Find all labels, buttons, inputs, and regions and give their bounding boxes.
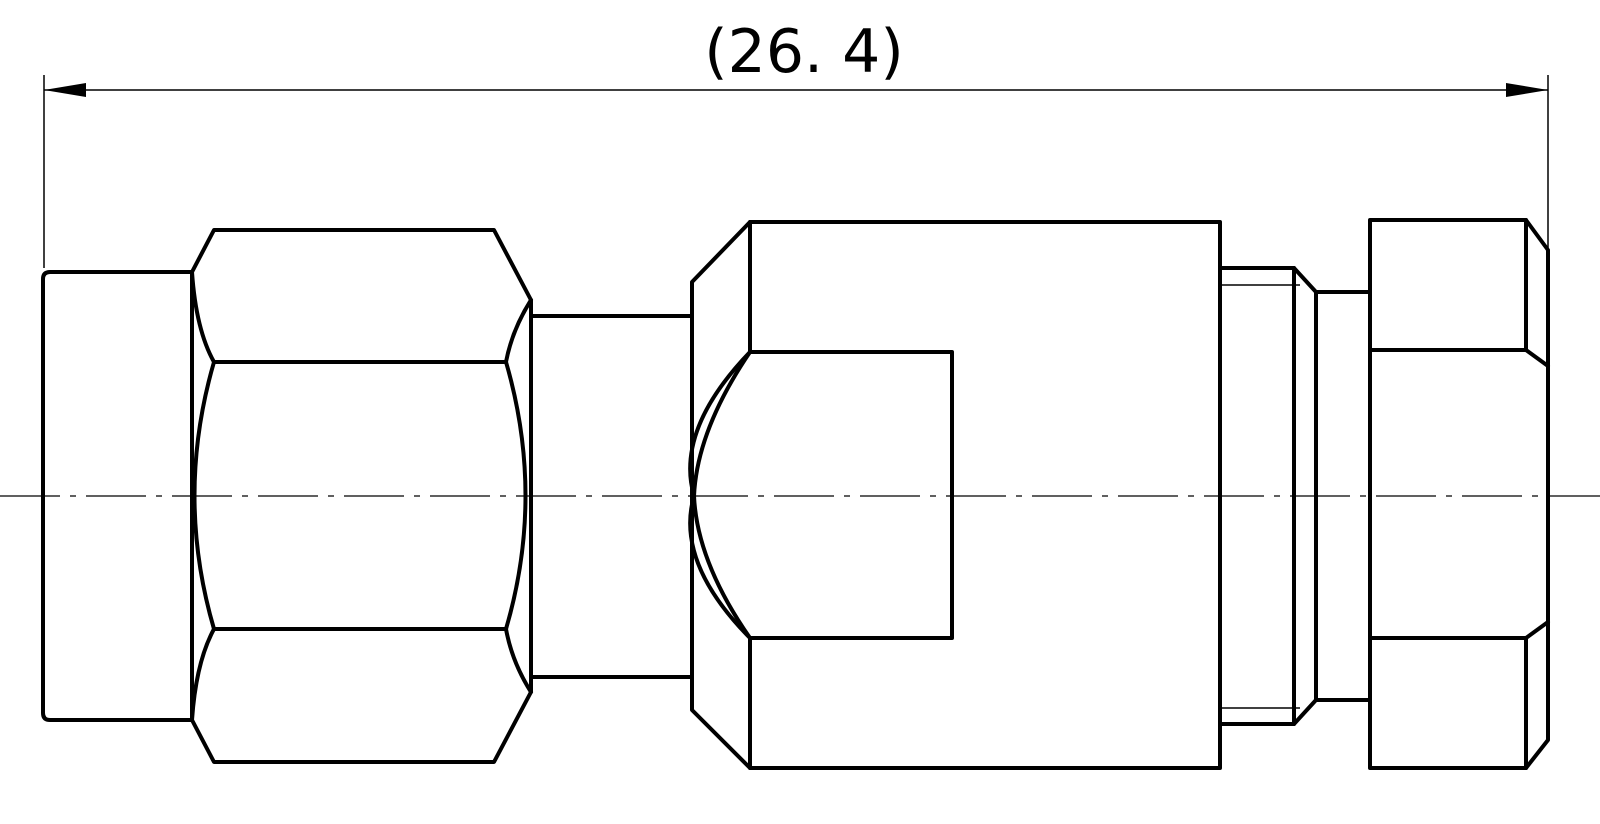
arrowhead-left xyxy=(44,83,86,97)
overall-length-dimension: (26. 4) xyxy=(43,17,1549,268)
left-hex-nut xyxy=(190,228,533,764)
center-neck xyxy=(529,314,692,679)
left-end-cap xyxy=(41,270,194,722)
arrowhead-right xyxy=(1506,83,1548,97)
dimension-label: (26. 4) xyxy=(704,17,903,87)
right-neck xyxy=(1218,266,1372,726)
right-hex-nut xyxy=(1368,218,1550,770)
main-body xyxy=(688,220,1222,770)
